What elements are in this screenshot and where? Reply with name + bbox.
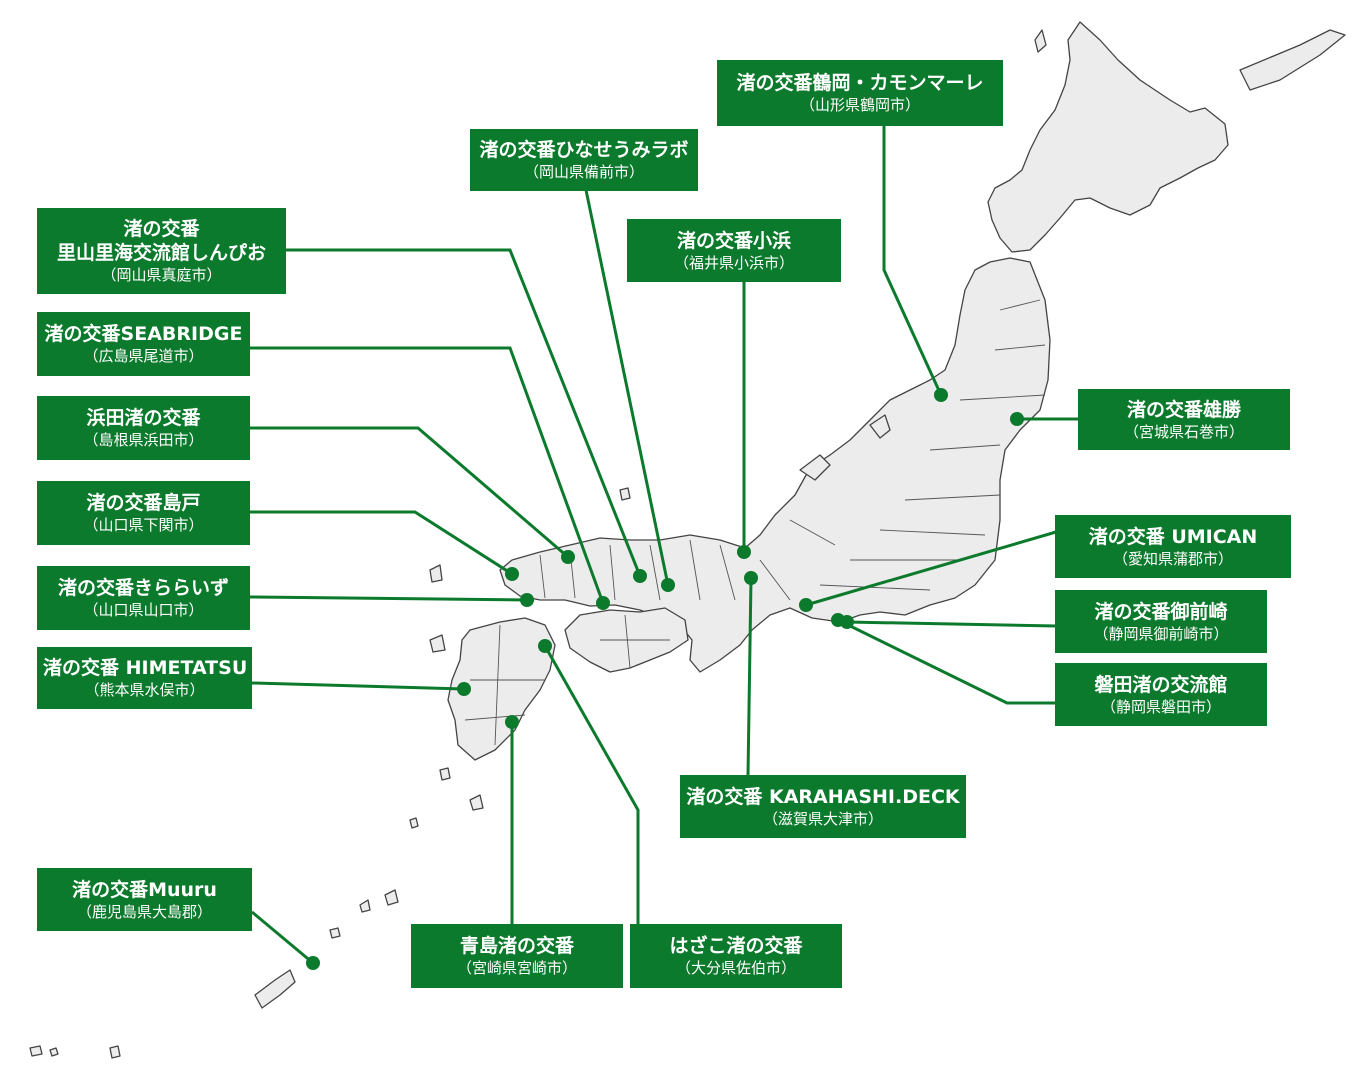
- leader-omaezaki: [846, 620, 1057, 628]
- leader-minamata: [251, 681, 465, 691]
- marker-tsuruoka: [934, 388, 948, 402]
- location-place: （岡山県真庭市）: [101, 266, 222, 284]
- leader-onomichi: [250, 346, 605, 604]
- location-place: （宮城県石巻市）: [1123, 422, 1244, 441]
- location-name: 渚の交番島戸: [86, 492, 201, 514]
- label-oshima[interactable]: 渚の交番雄勝 （宮城県石巻市）: [1078, 389, 1290, 450]
- label-minamata[interactable]: 渚の交番 HIMETATSU （熊本県水俣市）: [37, 647, 252, 709]
- leader-saiki: [543, 645, 640, 924]
- location-name: はざこ渚の交番: [669, 935, 803, 957]
- location-name: 渚の交番 UMICAN: [1088, 525, 1258, 548]
- marker-yamaguchi: [520, 593, 534, 607]
- location-place: （福井県小浜市）: [673, 253, 794, 272]
- marker-hinase: [661, 578, 675, 592]
- marker-aoshima: [505, 715, 519, 729]
- label-onomichi[interactable]: 渚の交番SEABRIDGE （広島県尾道市）: [37, 312, 250, 376]
- label-otsu[interactable]: 渚の交番 KARAHASHI.DECK （滋賀県大津市）: [680, 775, 966, 838]
- marker-amami: [306, 956, 320, 970]
- location-place: （山形県鶴岡市）: [799, 96, 920, 114]
- marker-shimonoseki: [505, 567, 519, 581]
- location-name-line2: 里山里海交流館しんぴお: [56, 242, 266, 264]
- hokkaido-island: [987, 21, 1229, 253]
- leader-hinase: [584, 189, 670, 586]
- label-hamada[interactable]: 浜田渚の交番 （島根県浜田市）: [37, 396, 250, 460]
- label-shimonoseki[interactable]: 渚の交番島戸 （山口県下関市）: [37, 481, 250, 545]
- location-place: （広島県尾道市）: [83, 347, 204, 365]
- kyushu-island: [447, 617, 556, 761]
- label-iwata[interactable]: 磐田渚の交流館 （静岡県磐田市）: [1055, 663, 1267, 726]
- location-name: 渚の交番SEABRIDGE: [44, 323, 243, 345]
- label-tsuruoka[interactable]: 渚の交番鶴岡・カモンマーレ （山形県鶴岡市）: [717, 60, 1003, 126]
- leader-otsu: [746, 577, 753, 776]
- marker-gamagori: [799, 598, 813, 612]
- label-obama[interactable]: 渚の交番小浜 （福井県小浜市）: [627, 219, 841, 282]
- label-gamagori[interactable]: 渚の交番 UMICAN （愛知県蒲郡市）: [1055, 515, 1291, 578]
- location-name: 渚の交番 KARAHASHI.DECK: [686, 785, 960, 808]
- label-maniwa[interactable]: 渚の交番 里山里海交流館しんぴお （岡山県真庭市）: [37, 208, 286, 294]
- location-place: （岡山県備前市）: [523, 163, 644, 181]
- location-name: 渚の交番ひなせうみラボ: [479, 139, 689, 161]
- marker-oshima: [1010, 412, 1024, 426]
- location-name: 渚の交番鶴岡・カモンマーレ: [736, 72, 984, 94]
- location-name: 浜田渚の交番: [86, 407, 201, 429]
- label-yamaguchi[interactable]: 渚の交番きららいず （山口県山口市）: [37, 566, 250, 630]
- location-name: 渚の交番御前崎: [1094, 600, 1228, 623]
- location-place: （静岡県御前崎市）: [1093, 624, 1229, 643]
- location-place: （鹿児島県大島郡）: [76, 902, 212, 921]
- location-name: 渚の交番Muuru: [72, 878, 217, 901]
- location-place: （大分県佐伯市）: [675, 959, 796, 977]
- label-amami[interactable]: 渚の交番Muuru （鹿児島県大島郡）: [37, 868, 252, 931]
- label-omaezaki[interactable]: 渚の交番御前崎 （静岡県御前崎市）: [1055, 590, 1267, 653]
- leader-yamaguchi: [249, 595, 528, 602]
- location-place: （静岡県磐田市）: [1100, 697, 1221, 716]
- label-hinase[interactable]: 渚の交番ひなせうみラボ （岡山県備前市）: [470, 129, 698, 191]
- marker-otsu: [744, 571, 758, 585]
- location-place: （愛知県蒲郡市）: [1112, 549, 1233, 568]
- location-name: 渚の交番きららいず: [57, 577, 229, 599]
- leader-hamada: [250, 426, 569, 559]
- honshu-island: [499, 257, 1051, 673]
- leader-gamagori: [805, 530, 1057, 607]
- location-name: 渚の交番: [123, 218, 200, 240]
- marker-hamada: [561, 550, 575, 564]
- marker-onomichi: [596, 596, 610, 610]
- location-name: 渚の交番小浜: [676, 229, 791, 252]
- marker-maniwa: [633, 569, 647, 583]
- location-place: （宮崎県宮崎市）: [456, 959, 577, 977]
- label-saiki[interactable]: はざこ渚の交番 （大分県佐伯市）: [630, 924, 842, 988]
- leader-tsuruoka: [882, 125, 943, 396]
- label-aoshima[interactable]: 青島渚の交番 （宮崎県宮崎市）: [411, 924, 623, 988]
- leader-shimonoseki: [250, 510, 513, 576]
- location-name: 青島渚の交番: [459, 935, 574, 957]
- marker-iwata: [831, 613, 845, 627]
- location-place: （島根県浜田市）: [83, 431, 204, 449]
- location-name: 磐田渚の交流館: [1094, 673, 1228, 696]
- marker-minamata: [457, 682, 471, 696]
- marker-saiki: [538, 639, 552, 653]
- leader-amami: [251, 910, 314, 965]
- location-place: （熊本県水俣市）: [84, 681, 205, 699]
- location-name: 渚の交番雄勝: [1126, 398, 1241, 421]
- location-name: 渚の交番 HIMETATSU: [43, 657, 248, 679]
- location-place: （山口県下関市）: [83, 516, 204, 534]
- location-place: （山口県山口市）: [83, 601, 204, 619]
- location-place: （滋賀県大津市）: [762, 809, 883, 828]
- leader-maniwa: [286, 248, 642, 577]
- leader-iwata: [837, 618, 1056, 705]
- marker-obama: [737, 545, 751, 559]
